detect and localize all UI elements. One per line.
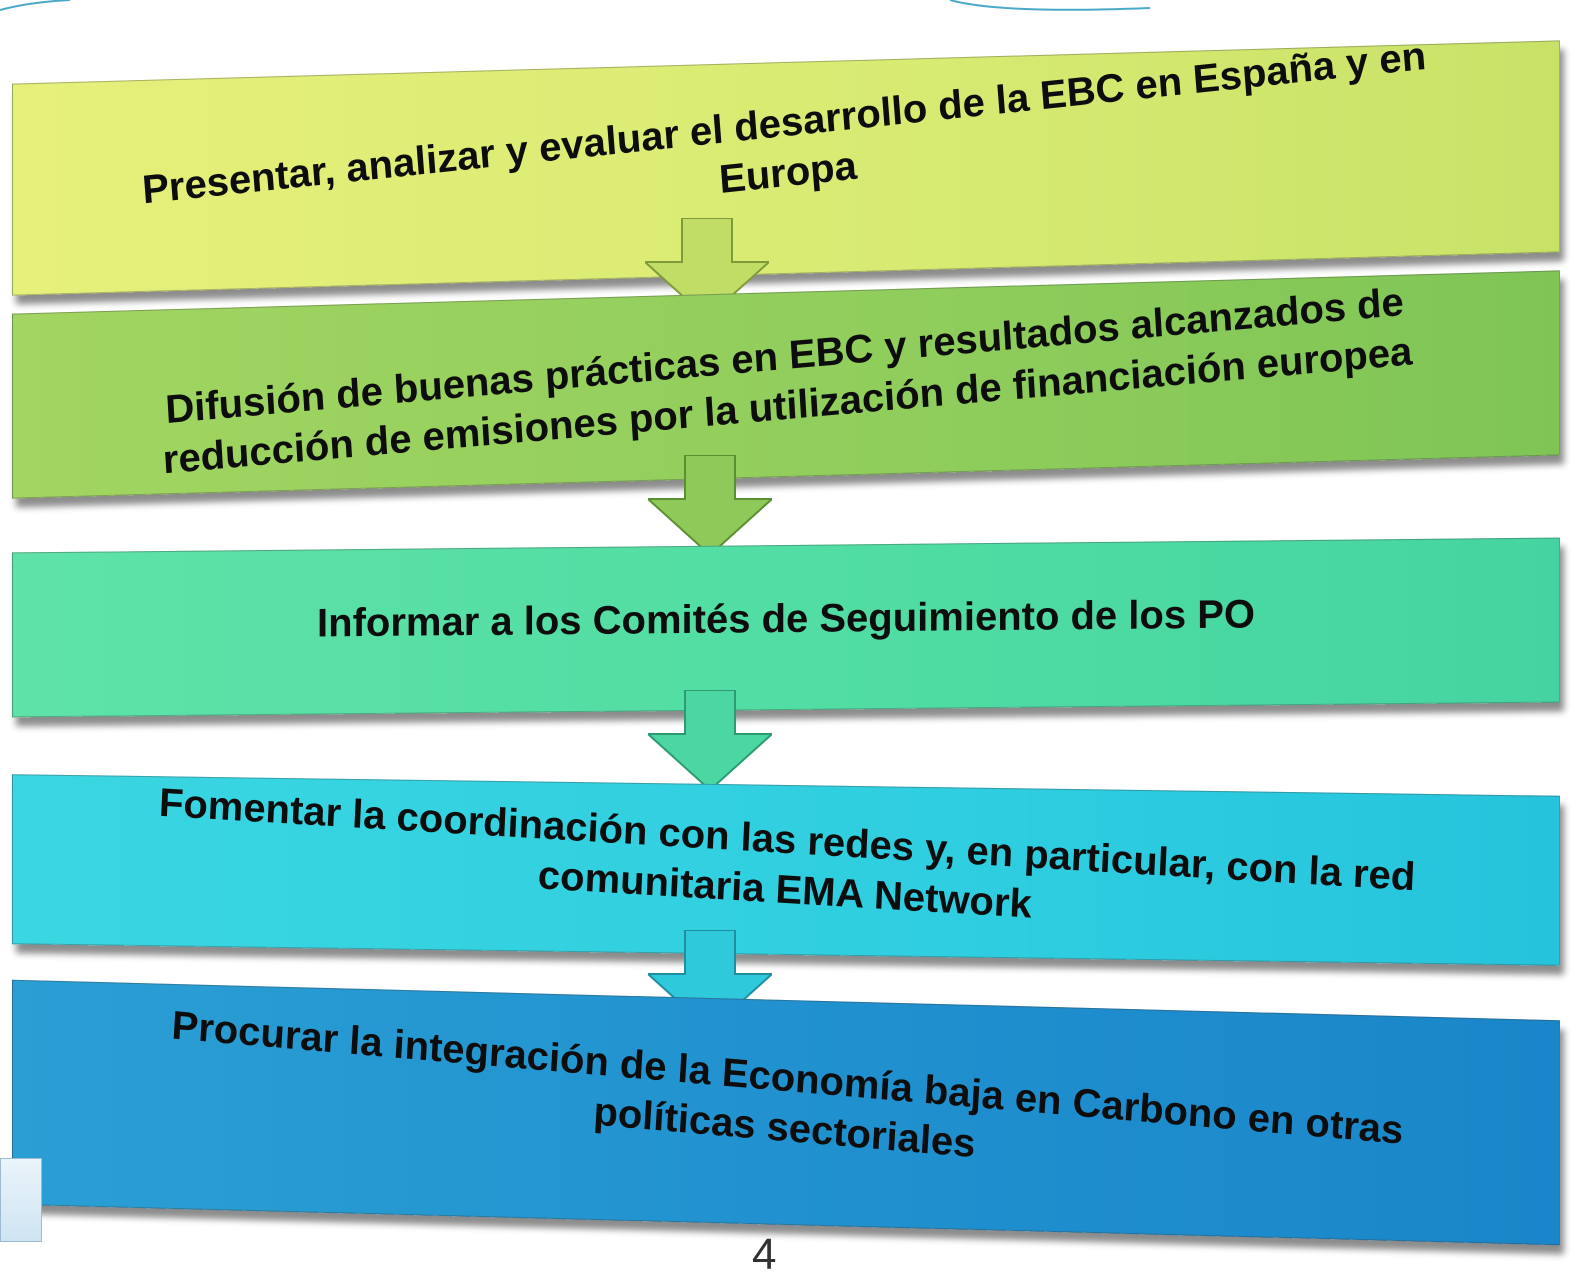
page-number: 4: [752, 1230, 777, 1279]
down-arrow-icon: [645, 218, 769, 318]
step-4-box: Fomentar la coordinación con las redes y…: [12, 774, 1560, 966]
step-2-box: Difusión de buenas prácticas en EBC y re…: [12, 270, 1560, 499]
logo-thumbnail: [0, 1158, 42, 1242]
step-1-box: Presentar, analizar y evaluar el desarro…: [12, 34, 1560, 296]
down-arrow-icon: [648, 455, 772, 555]
step-4-text: Fomentar la coordinación con las redes y…: [158, 780, 1417, 927]
step-3-text: Informar a los Comités de Seguimiento de…: [317, 591, 1255, 646]
step-2-text: Difusión de buenas prácticas en EBC y re…: [161, 279, 1414, 482]
step-5-text: Procurar la integración de la Economía b…: [170, 1002, 1405, 1166]
down-arrow-icon: [648, 690, 772, 790]
step-3-box: Informar a los Comités de Seguimiento de…: [12, 537, 1560, 718]
step-5-box: Procurar la integración de la Economía b…: [12, 979, 1560, 1246]
top-decorative-curve: [0, 0, 1151, 11]
step-1-text: Presentar, analizar y evaluar el desarro…: [140, 33, 1428, 213]
